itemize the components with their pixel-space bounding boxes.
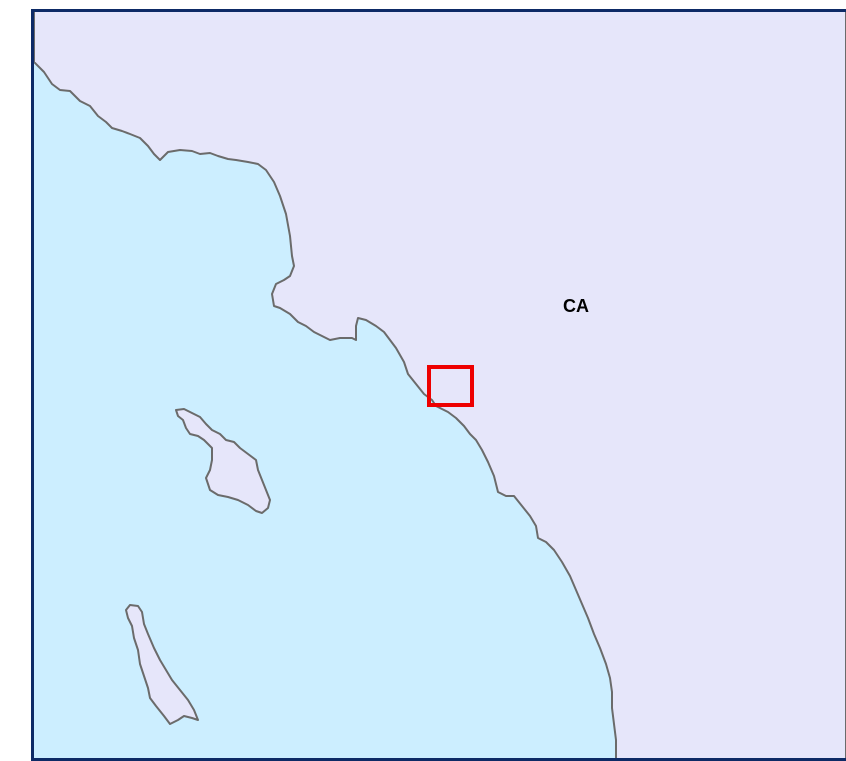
mainland-california[interactable] bbox=[34, 9, 846, 761]
map-frame: CA bbox=[31, 9, 846, 761]
map-canvas[interactable]: CA bbox=[31, 9, 846, 761]
catalina-island[interactable] bbox=[175, 408, 271, 514]
state-label-ca: CA bbox=[563, 296, 589, 316]
highlight-region-box[interactable] bbox=[427, 365, 474, 407]
san-clemente-island[interactable] bbox=[125, 604, 199, 725]
